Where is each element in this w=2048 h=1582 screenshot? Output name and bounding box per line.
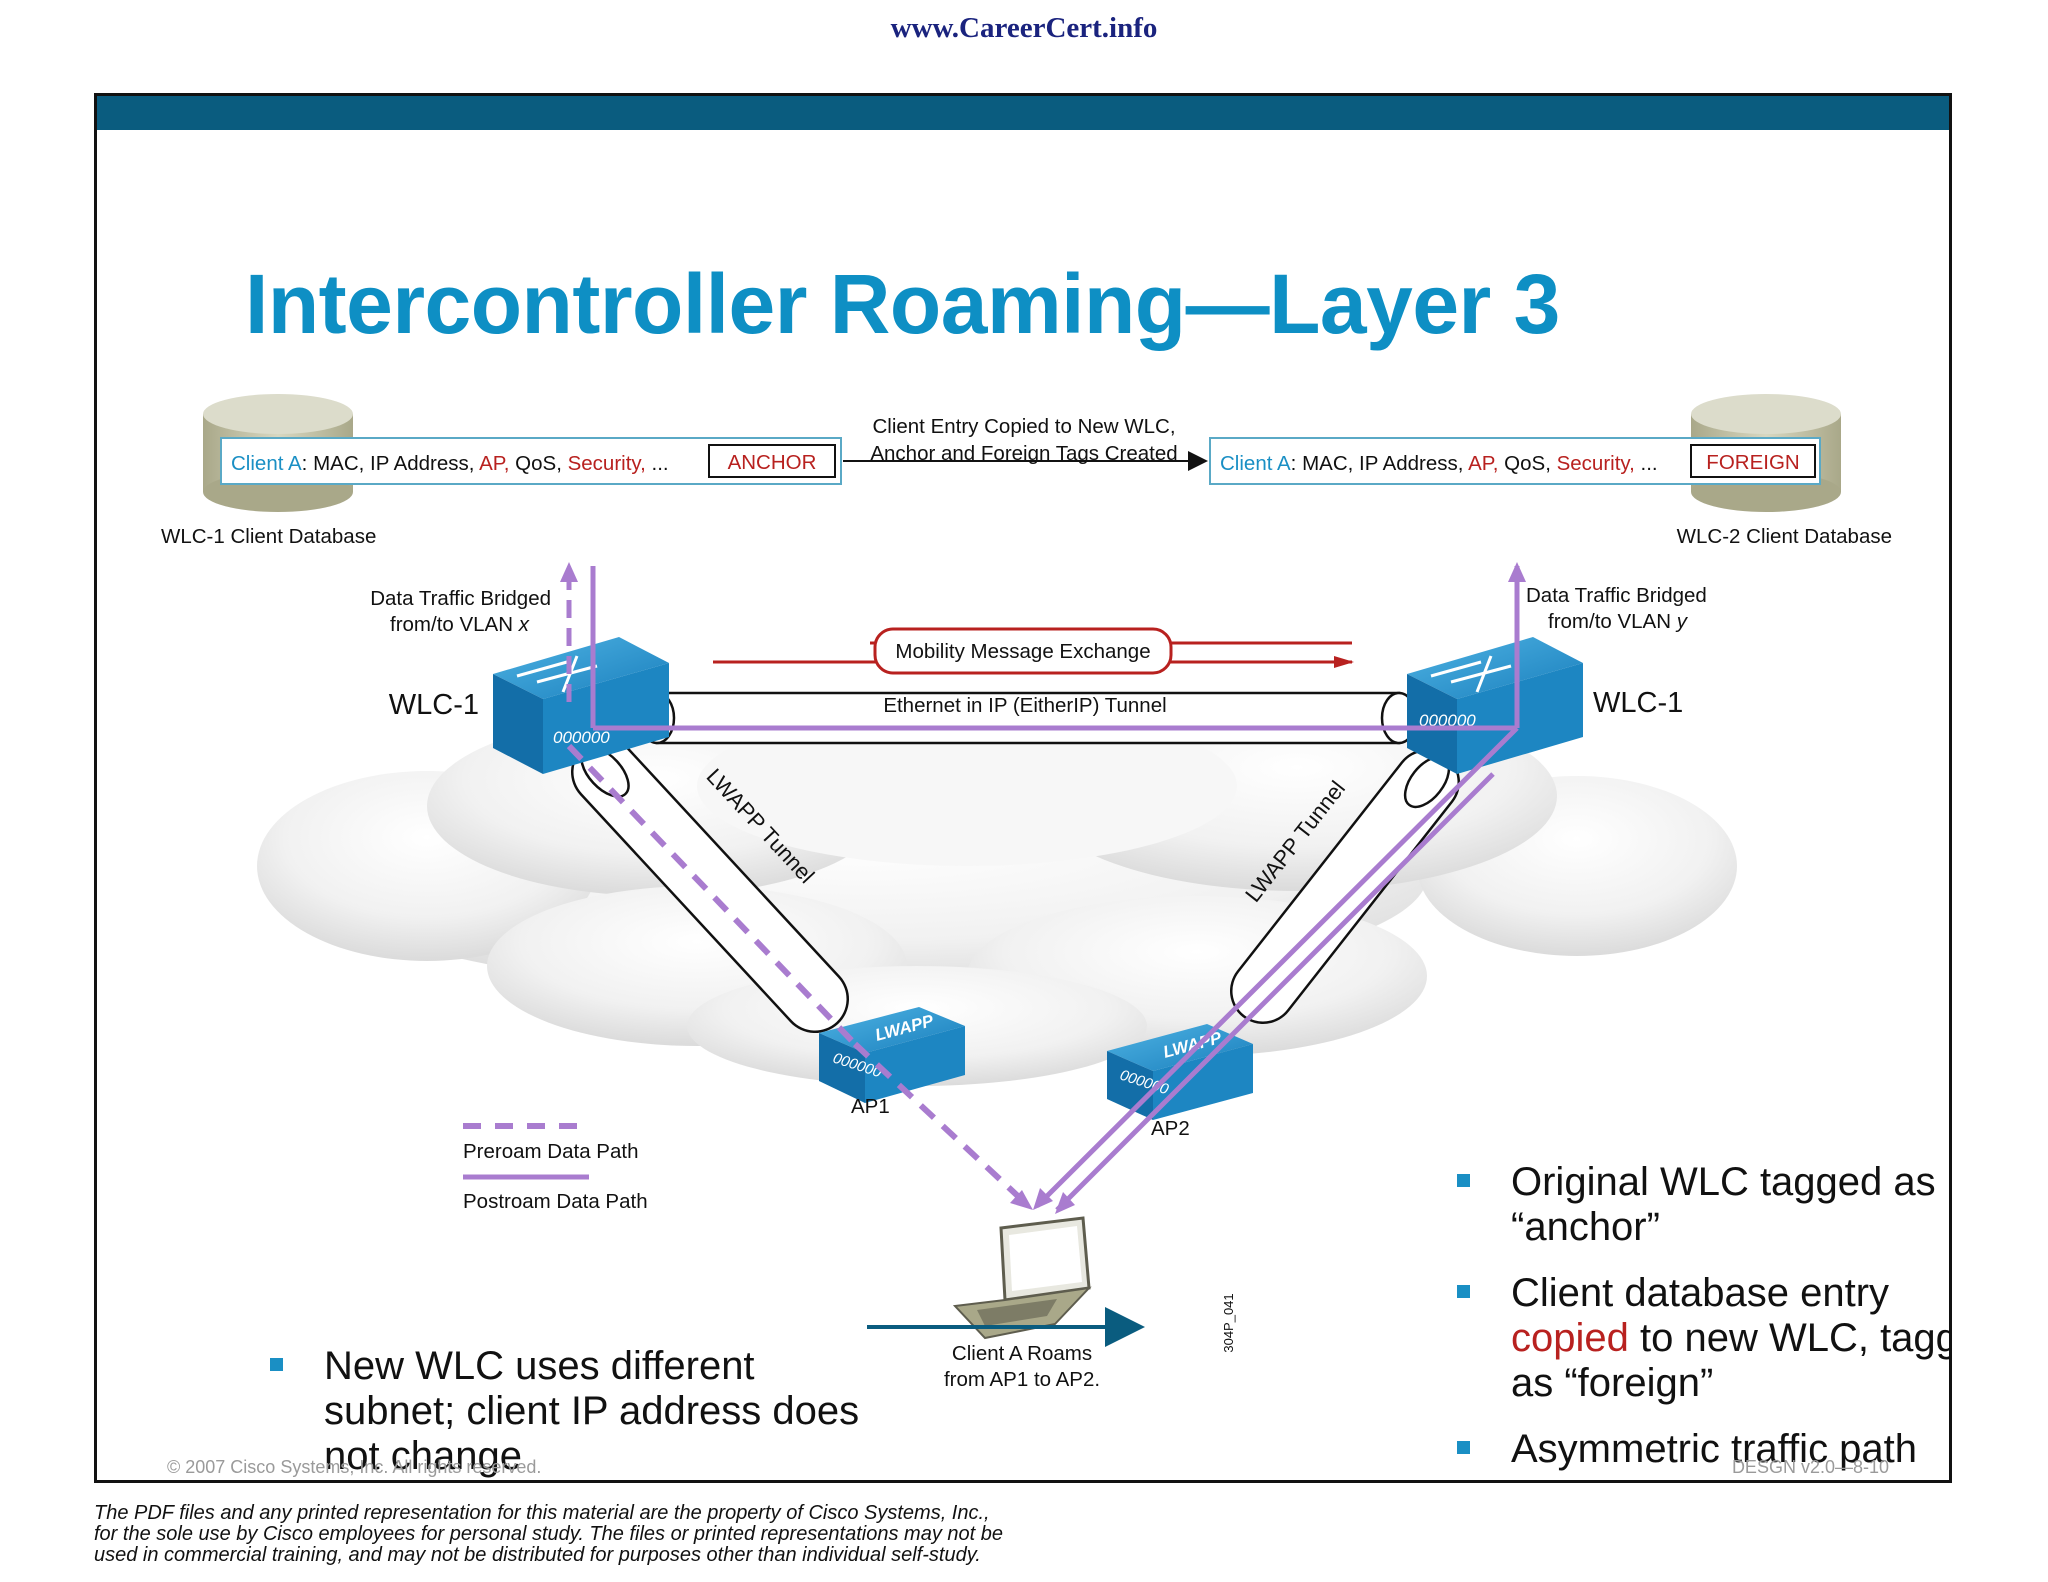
copy-note-line2: Anchor and Foreign Tags Created <box>870 442 1177 465</box>
mobility-message-exchange: Mobility Message Exchange <box>713 627 1354 675</box>
network-cloud <box>257 701 1737 1086</box>
bridge-left-line1: Data Traffic Bridged <box>370 587 551 610</box>
legend-postroam: Postroam Data Path <box>463 1190 648 1213</box>
client-record-foreign: Client A: MAC, IP Address, AP, QoS, Secu… <box>1209 437 1821 485</box>
slide-title: Intercontroller Roaming—Layer 3 <box>245 257 1560 351</box>
legend-preroam: Preroam Data Path <box>463 1140 638 1163</box>
bullet-item: Client database entry copied to new WLC,… <box>1449 1271 1949 1406</box>
client-attrs-left: MAC, IP Address, <box>313 452 474 475</box>
bridge-right-line1: Data Traffic Bridged <box>1526 584 1707 607</box>
highlight-copied: copied <box>1511 1316 1629 1360</box>
path-legend: Preroam Data Path Postroam Data Path <box>463 1123 648 1213</box>
bullet-square-icon <box>1457 1174 1470 1187</box>
wlc1-db-caption: WLC-1 Client Database <box>161 525 376 548</box>
bullet-square-icon <box>1457 1441 1470 1454</box>
bullet-list-left: New WLC uses different subnet; client IP… <box>262 1344 882 1479</box>
bullet-item: Original WLC tagged as “anchor” <box>1449 1160 1949 1250</box>
bullet-square-icon <box>270 1358 283 1371</box>
bridge-right-line2: from/to VLAN y <box>1548 610 1689 633</box>
ethernet-tunnel-label: Ethernet in IP (EitherIP) Tunnel <box>883 694 1166 717</box>
client-attrs-right: MAC, IP Address, <box>1302 452 1463 475</box>
wlc-left-label: WLC-1 <box>389 689 479 721</box>
copyright: © 2007 Cisco Systems, Inc. All rights re… <box>167 1457 542 1477</box>
bullet-square-icon <box>1457 1285 1470 1298</box>
slide-header-bar <box>97 96 1949 130</box>
client-laptop-icon <box>952 1216 1092 1340</box>
wlc-right-device: 000000 <box>1407 637 1583 774</box>
ap2-label: AP2 <box>1151 1117 1190 1140</box>
preroam-data-path <box>560 562 1033 1210</box>
figure-id: 304P_041 <box>1221 1293 1236 1352</box>
roaming-diagram: Client A: MAC, IP Address, AP, QoS, Secu… <box>161 394 1892 1391</box>
footer-line: used in commercial training, and may not… <box>94 1544 981 1566</box>
bullet-item: New WLC uses different subnet; client IP… <box>262 1344 882 1479</box>
wlc2-db-caption: WLC-2 Client Database <box>1677 525 1892 548</box>
roam-line2: from AP1 to AP2. <box>944 1368 1100 1391</box>
foreign-tag: FOREIGN <box>1706 451 1799 474</box>
footer-line: for the sole use by Cisco employees for … <box>94 1523 1003 1545</box>
svg-text:000000: 000000 <box>1419 711 1476 730</box>
ap1-device: LWAPP 000000 <box>819 1007 965 1103</box>
slide: Intercontroller Roaming—Layer 3 <box>94 93 1952 1483</box>
client-name-right: Client A <box>1220 452 1291 475</box>
footer-line: The PDF files and any printed representa… <box>94 1502 990 1524</box>
roam-line1: Client A Roams <box>952 1342 1092 1365</box>
bridge-left-line2: from/to VLAN x <box>390 613 530 636</box>
site-url[interactable]: www.CareerCert.info <box>890 12 1158 44</box>
svg-text:Client A: MAC, IP Addr: Client A: MAC, IP Address, AP, QoS, Secu… <box>231 452 669 475</box>
course-id: DESGN v2.0—8-10 <box>1731 1457 1889 1477</box>
client-name-left: Client A <box>231 452 302 475</box>
ap1-label: AP1 <box>851 1095 890 1118</box>
mobility-label: Mobility Message Exchange <box>895 640 1150 663</box>
client-record-anchor: Client A: MAC, IP Address, AP, QoS, Secu… <box>220 437 842 485</box>
svg-text:000000: 000000 <box>553 728 610 747</box>
bullet-item: Asymmetric traffic path <box>1449 1427 1949 1472</box>
footer-note: The PDF files and any printed representa… <box>94 1503 1003 1566</box>
anchor-tag: ANCHOR <box>728 451 817 474</box>
svg-text:Client A: MAC, IP Addr: Client A: MAC, IP Address, AP, QoS, Secu… <box>1220 452 1658 475</box>
wlc-left-device: 000000 <box>493 637 669 774</box>
postroam-data-path <box>590 562 1526 1214</box>
ethernet-ip-tunnel: Ethernet in IP (EitherIP) Tunnel <box>638 691 1418 745</box>
copy-note-line1: Client Entry Copied to New WLC, <box>872 415 1175 438</box>
bullet-list-right: Original WLC tagged as “anchor” Client d… <box>1449 1160 1949 1480</box>
wlc-right-label: WLC-1 <box>1593 687 1683 719</box>
